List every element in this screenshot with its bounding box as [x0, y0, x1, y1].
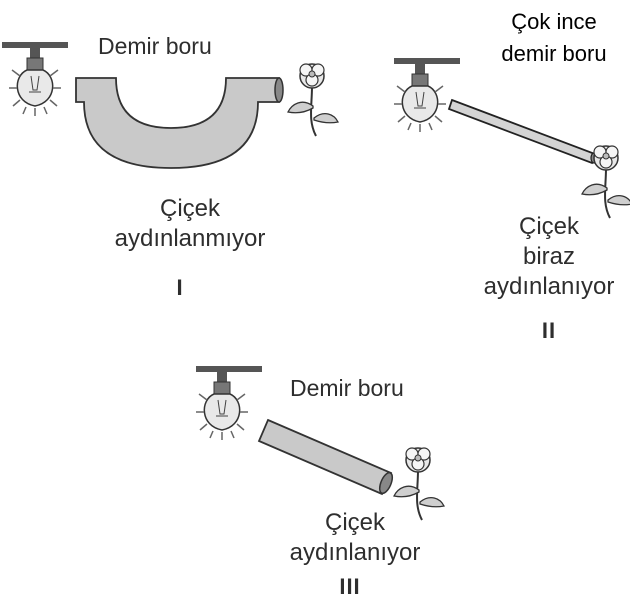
- caption-2-line3: aydınlanıyor: [472, 272, 626, 301]
- numeral-2: II: [524, 318, 574, 344]
- straight-iron-pipe: [259, 420, 391, 494]
- pipe-label-2-line1: Çok ince: [484, 8, 624, 35]
- numeral-3: III: [320, 574, 380, 600]
- caption-3-line2: aydınlanıyor: [262, 538, 448, 567]
- light-bulb-icon: [394, 62, 446, 132]
- light-bulb-icon: [9, 46, 61, 116]
- caption-2-line1: Çiçek: [484, 212, 614, 241]
- ceiling-bar: [394, 58, 460, 64]
- pipe-label-2-line2: demir boru: [484, 40, 624, 67]
- thin-iron-pipe: [449, 100, 595, 163]
- flower-icon: [288, 64, 338, 136]
- scene-2: [394, 58, 630, 218]
- light-bulb-icon: [196, 370, 248, 440]
- caption-2-line2: biraz: [484, 242, 614, 271]
- caption-3-line1: Çiçek: [280, 508, 430, 537]
- caption-1-line2: aydınlanmıyor: [90, 224, 290, 253]
- numeral-1: I: [160, 275, 200, 301]
- pipe-label-3: Demir boru: [290, 375, 404, 402]
- ceiling-bar: [196, 366, 262, 372]
- u-shaped-iron-pipe: [76, 78, 279, 168]
- scene-1: [2, 42, 338, 168]
- caption-1-line1: Çiçek: [110, 194, 270, 223]
- pipe-label-1: Demir boru: [98, 33, 212, 60]
